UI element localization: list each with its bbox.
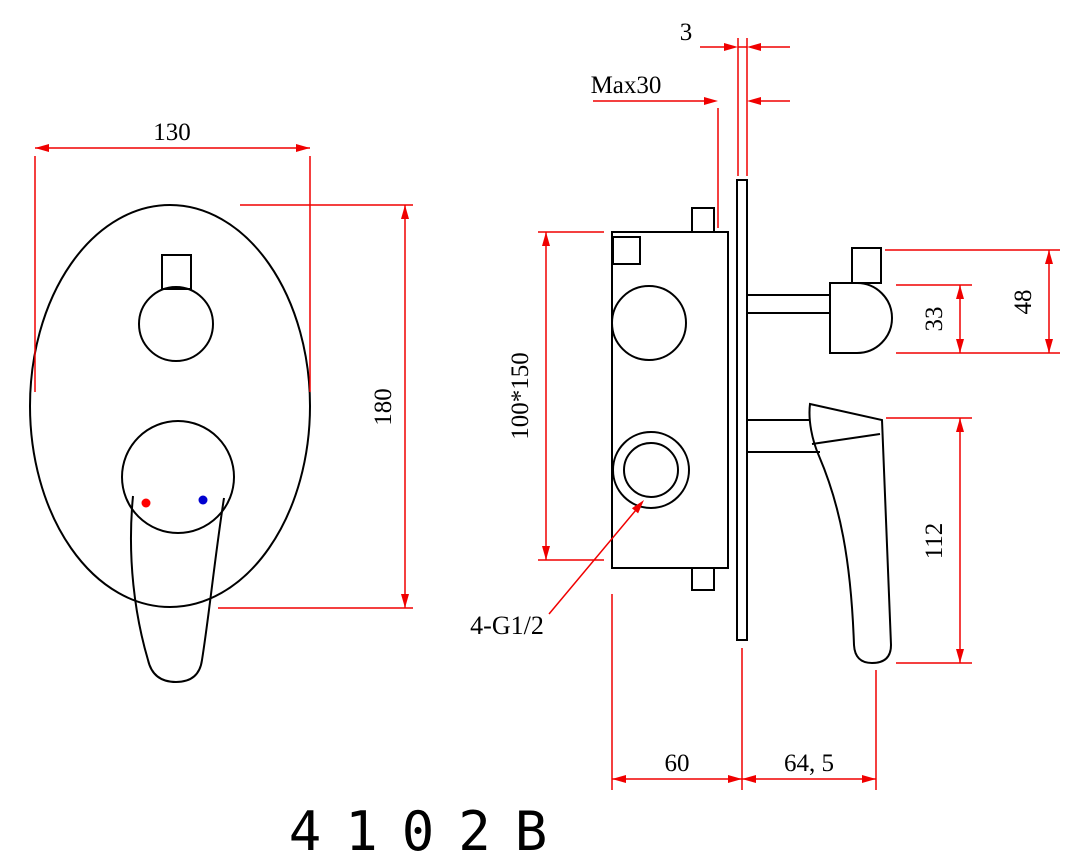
dim-label-body-depth: 60	[665, 750, 690, 777]
leader-line	[548, 509, 637, 615]
diverter-knob-stem	[161, 254, 192, 290]
dimension-arrows	[35, 43, 1053, 783]
dim-label-handle-length: 112	[921, 523, 948, 560]
arrow	[1045, 250, 1053, 264]
diverter-knob	[138, 286, 214, 362]
arrow	[612, 775, 626, 783]
cold-indicator-dot	[198, 495, 208, 505]
handle-lever	[129, 495, 225, 684]
arrow	[747, 43, 761, 51]
arrow	[956, 418, 964, 432]
dim-label-connection-thread: 4-G1/2	[470, 611, 544, 640]
handle-joint-line	[811, 433, 881, 445]
body-top-left-boss	[612, 236, 641, 265]
dim-64-5-lines	[742, 670, 877, 790]
arrow	[1045, 339, 1053, 353]
arrow	[742, 775, 756, 783]
dim-label-rough-in-box: 100*150	[507, 352, 534, 440]
body-bottom-tab	[691, 567, 715, 591]
front-view	[29, 204, 311, 684]
arrow	[956, 285, 964, 299]
dim-label-plate-width: 130	[153, 119, 191, 146]
arrow	[704, 97, 718, 105]
arrow	[296, 144, 310, 152]
arrow	[956, 649, 964, 663]
arrow	[401, 205, 409, 219]
wall-plate	[736, 179, 748, 641]
side-view	[611, 179, 893, 665]
arrow	[724, 43, 738, 51]
arrow	[728, 775, 742, 783]
spout-body	[829, 282, 893, 354]
dim-max30-lines	[593, 100, 790, 228]
dim-180-lines	[218, 204, 413, 609]
hot-indicator-dot	[141, 498, 151, 508]
arrow	[542, 546, 550, 560]
dim-3-lines	[700, 38, 790, 176]
valve-body	[611, 231, 729, 569]
dim-label-handle-projection: 64, 5	[784, 750, 834, 777]
body-top-tab	[691, 207, 715, 233]
dim-130-lines	[34, 147, 311, 392]
inlet-port-inner	[623, 442, 679, 498]
arrow	[35, 144, 49, 152]
arrow	[631, 500, 644, 514]
dim-label-spout-block: 33	[921, 307, 948, 332]
leader-thread-line	[548, 509, 637, 615]
spout-stem	[851, 247, 882, 284]
dim-112-lines	[886, 417, 972, 664]
arrow	[747, 97, 761, 105]
dim-label-plate-height: 180	[370, 388, 397, 426]
cartridge-circle	[611, 285, 687, 361]
handle-base	[121, 420, 235, 534]
inlet-port-outer	[612, 431, 690, 509]
front-plate-outline	[29, 204, 311, 608]
dim-60-lines	[611, 594, 743, 790]
arrow	[862, 775, 876, 783]
handle-side-profile	[808, 402, 893, 665]
model-number: 4102B	[288, 800, 572, 863]
dim-label-max-wall: Max30	[591, 72, 662, 99]
arrow	[401, 594, 409, 608]
arrow	[956, 339, 964, 353]
dim-100x150-lines	[538, 231, 604, 561]
dimension-lines	[34, 38, 1060, 790]
dim-label-spout-overall: 48	[1010, 290, 1037, 315]
dimension-labels: 130 180 100*150 3 Max30 33 48 112 4-G1/2…	[153, 19, 1037, 777]
dim-label-plate-thickness: 3	[680, 19, 693, 46]
dim-48-lines	[885, 249, 1060, 353]
arrow	[542, 232, 550, 246]
